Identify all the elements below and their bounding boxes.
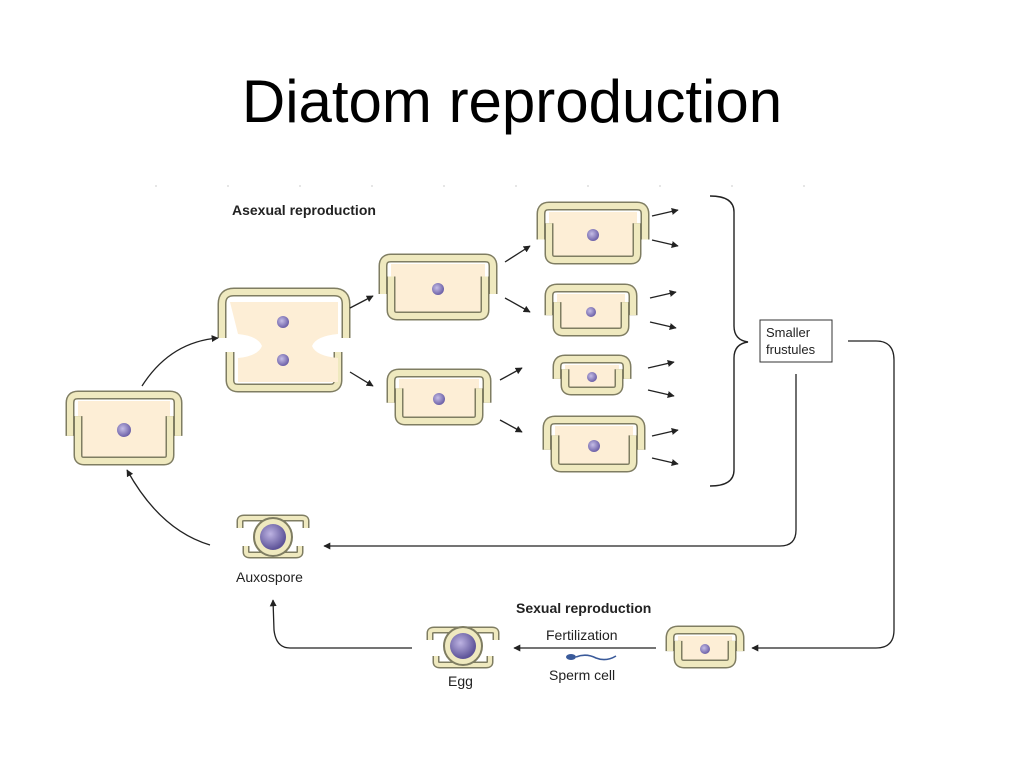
nucleus — [700, 644, 710, 654]
smaller-frustules-box — [759, 319, 833, 363]
frustule-cell — [544, 283, 638, 337]
auxospore-label: Auxospore — [236, 569, 303, 585]
nucleus — [588, 440, 600, 452]
bracket — [709, 195, 749, 487]
nucleus — [586, 307, 596, 317]
arrow — [649, 290, 677, 299]
arrow — [126, 469, 211, 546]
sexual-reproduction-label: Sexual reproduction — [516, 600, 651, 616]
arrow — [651, 208, 679, 217]
arrow — [141, 335, 219, 387]
arrow — [647, 389, 675, 398]
arrow — [647, 360, 675, 369]
arrow — [349, 371, 374, 387]
frustule-cell — [386, 368, 492, 426]
fertilization-label: Fertilization — [546, 627, 618, 643]
nucleus — [432, 283, 444, 295]
arrow — [504, 245, 531, 263]
arrow — [499, 367, 523, 381]
egg-label: Egg — [448, 673, 473, 689]
slide-title: Diatom reproduction — [241, 68, 783, 135]
arrow — [651, 239, 679, 248]
nucleus — [277, 354, 289, 366]
nucleus — [277, 316, 289, 328]
auxospore-cell — [236, 514, 310, 559]
frustule-cells — [65, 201, 745, 669]
arrow — [649, 321, 677, 330]
nucleus — [450, 633, 476, 659]
arrow — [651, 457, 679, 466]
arrow — [651, 428, 679, 437]
egg-cell — [426, 626, 500, 669]
smaller-frustules-label-line2: frustules — [766, 342, 816, 357]
arrow — [499, 419, 523, 433]
dividing-cell — [217, 287, 351, 393]
frustule-cell — [536, 201, 650, 265]
smaller-frustules-label-line1: Smaller — [766, 325, 811, 340]
frustule-cell — [65, 390, 183, 466]
frustule-cell — [378, 253, 498, 321]
frustule-cell — [665, 625, 745, 669]
sperm-cell-label: Sperm cell — [549, 667, 615, 683]
arrow — [751, 340, 895, 652]
frustule-cell — [542, 415, 646, 473]
arrow — [323, 374, 797, 550]
nucleus — [587, 372, 597, 382]
nucleus — [260, 524, 286, 550]
nucleus — [587, 229, 599, 241]
sperm-cell-icon — [566, 654, 617, 661]
asexual-reproduction-label: Asexual reproduction — [232, 202, 376, 218]
arrows — [126, 208, 895, 652]
arrow — [349, 295, 374, 309]
nucleus — [433, 393, 445, 405]
nucleus — [117, 423, 131, 437]
arrow — [269, 599, 412, 649]
frustule-cell — [552, 354, 632, 396]
arrow — [504, 297, 531, 313]
